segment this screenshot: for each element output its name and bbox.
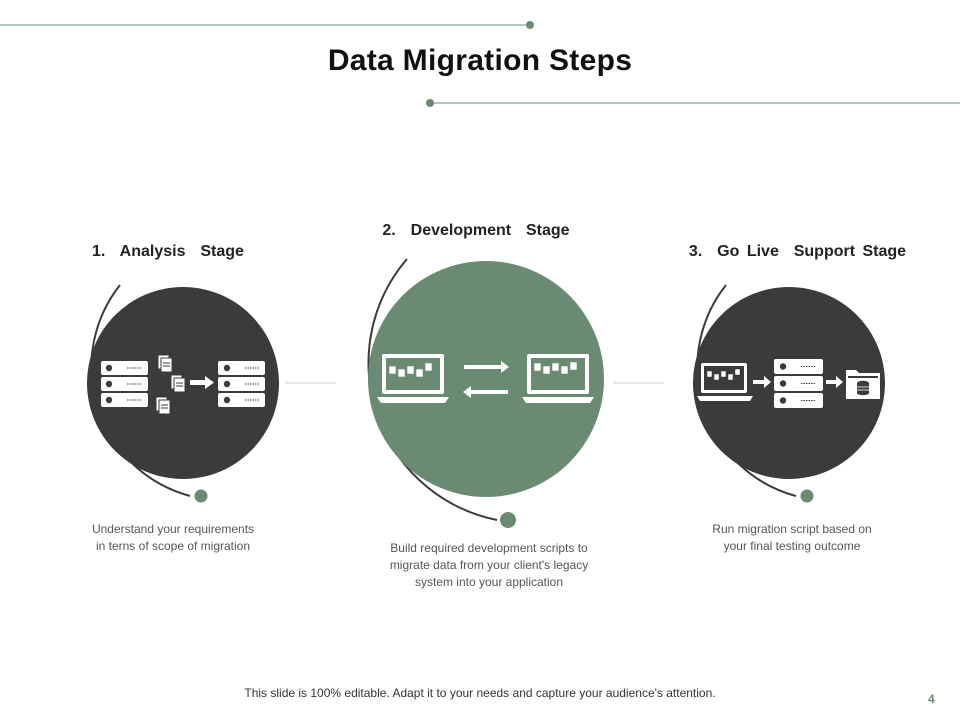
swap-arrows-icon (463, 361, 509, 398)
arrow-right-icon (826, 376, 843, 388)
stage-1-arc-dot (194, 489, 208, 503)
laptop-icon (377, 354, 449, 403)
stage-3-heading: 3. Go Live Support Stage (688, 243, 907, 260)
stage-1-graphic (87, 284, 279, 503)
laptop-icon (522, 354, 594, 403)
stage-1-description: Understand your requirements in terns of… (91, 522, 255, 553)
title-decoration (0, 21, 960, 107)
stage-3-arc-dot (800, 489, 814, 503)
page-number: 4 (928, 692, 935, 706)
stage-2-heading: 2. Development Stage (382, 222, 570, 239)
server-rack-icon (218, 361, 265, 407)
database-folder-icon (846, 370, 880, 399)
document-icon (157, 354, 173, 373)
stage-3-description: Run migration script based on your final… (712, 522, 872, 553)
stage-3-graphic (693, 284, 885, 503)
stage-1-heading: 1. Analysis Stage (92, 243, 244, 260)
stage-2-arc-dot (500, 512, 516, 528)
arrow-right-icon (190, 376, 214, 389)
stage-2-circle (368, 261, 604, 497)
server-rack-icon (101, 361, 148, 407)
arrow-right-icon (753, 376, 771, 388)
document-icon (155, 396, 171, 415)
stage-2-description: Build required development scripts to mi… (389, 541, 589, 589)
footer-note: This slide is 100% editable. Adapt it to… (244, 686, 716, 700)
document-icon (170, 374, 186, 393)
stage-2-graphic (367, 258, 604, 528)
server-rack-icon (774, 359, 823, 408)
laptop-icon (697, 363, 753, 401)
slide-title: Data Migration Steps (327, 44, 633, 77)
